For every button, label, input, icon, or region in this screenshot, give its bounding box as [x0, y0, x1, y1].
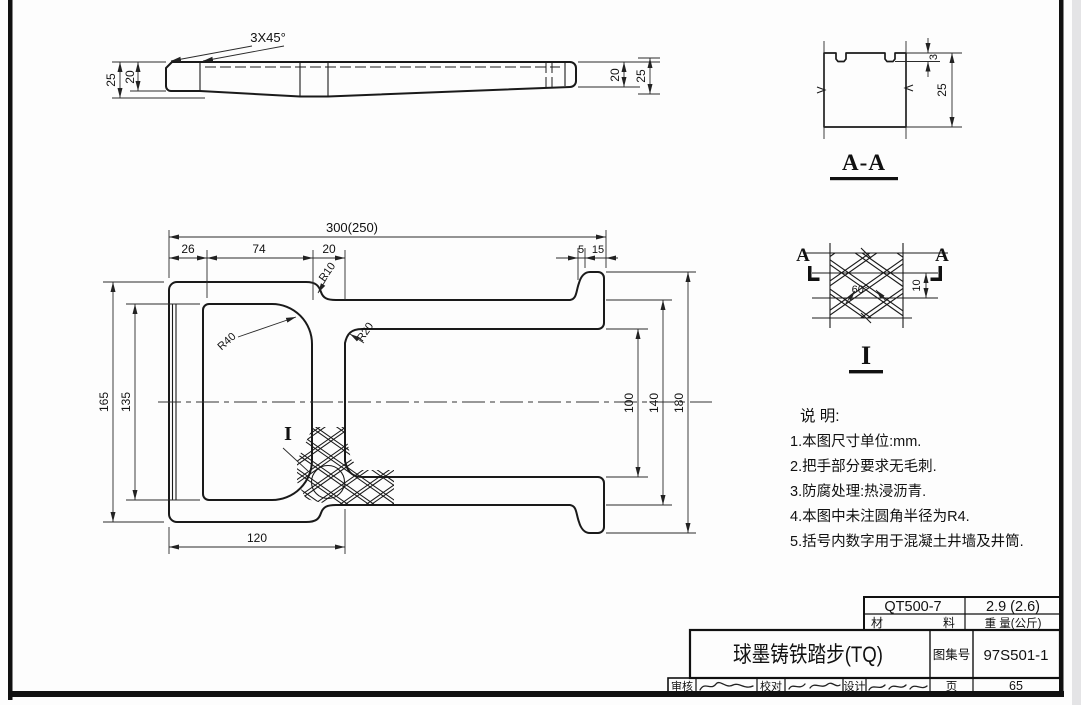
section-marker-a-right: A [935, 245, 949, 266]
detail-reference-circle [310, 464, 346, 500]
checker-signature [788, 682, 841, 690]
note-item: 3.防腐处理:热浸沥青. [790, 482, 926, 500]
plan-dimensions: 300(250) 26 74 20 5 15 165 135 [97, 220, 696, 554]
page-frame [8, 0, 1081, 705]
section-aa-dimensions: 3 25 [895, 38, 962, 128]
dim-20: 20 [322, 242, 336, 256]
dim-elev-left-25: 25 [104, 73, 118, 87]
dim-120: 120 [247, 531, 267, 545]
dim-26: 26 [181, 242, 195, 256]
dim-74: 74 [252, 242, 266, 256]
dim-135: 135 [119, 392, 133, 412]
designer-signature [868, 684, 928, 691]
sheet-title: 球墨铸铁踏步(TQ) [733, 642, 883, 667]
section-aa-title: A-A [842, 150, 886, 175]
reviewer-signature [699, 681, 754, 691]
dim-aa-25: 25 [935, 83, 949, 97]
dim-overall: 300(250) [326, 220, 378, 235]
frame-bottom [8, 691, 1064, 697]
knurl-angle-label: 60° [852, 284, 869, 296]
dim-165: 165 [97, 392, 111, 412]
notes-heading: 说 明: [800, 407, 840, 425]
scan-edge-strip [1072, 0, 1081, 705]
detail-ref-leader [282, 447, 309, 472]
detail-knurl-pattern [830, 253, 903, 318]
page-label: 页 [946, 681, 958, 693]
detail-ref-label: I [284, 423, 292, 445]
detail-i-view: 10 60° A A I [796, 243, 949, 374]
section-aa-view: 3 25 A-A [816, 38, 962, 181]
dim-5: 5 [578, 244, 584, 256]
note-item: 1.本图尺寸单位:mm. [790, 433, 921, 450]
section-aa-block [823, 52, 907, 128]
page-number: 65 [1009, 679, 1023, 693]
notes: 说 明: 1.本图尺寸单位:mm. 2.把手部分要求无毛刺. 3.防腐处理:热浸… [790, 407, 1024, 550]
chamfer-label: 3X45° [250, 30, 286, 45]
break-mark [860, 312, 872, 324]
frame-right [1059, 0, 1064, 697]
frame-left [8, 0, 13, 700]
dim-elev-left-20: 20 [123, 70, 137, 84]
dim-180: 180 [672, 393, 686, 413]
elevation-view: 25 20 20 25 3X45° [104, 30, 660, 99]
break-mark [903, 84, 914, 92]
weight-label: 重 量(公斤) [985, 616, 1042, 630]
designer-label: 设计 [844, 680, 866, 693]
radius-r40-label: R40 [215, 331, 238, 353]
plan-view: I 300(250) 26 74 20 5 [97, 220, 712, 554]
break-mark [816, 86, 827, 94]
section-cut-markers: A A [796, 245, 949, 281]
checker-label: 校对 [760, 679, 782, 693]
title-block: QT500-7 2.9 (2.6) 材 料 重 量(公斤) 球墨铸铁踏步(TQ)… [667, 596, 1062, 695]
atlas-no-label: 图集号 [933, 647, 971, 662]
detail-i-underline [849, 370, 883, 374]
weight-value: 2.9 (2.6) [986, 599, 1040, 615]
material-value: QT500-7 [884, 599, 941, 615]
elevation-left-section-hatch [165, 61, 201, 92]
reviewer-label: 审核 [671, 679, 693, 693]
dim-elev-right-25: 25 [634, 69, 648, 83]
note-item: 4.本图中未注圆角半径为R4. [790, 508, 970, 525]
plan-inner-cutout [202, 303, 313, 501]
note-item: 2.把手部分要求无毛刺. [790, 458, 937, 475]
atlas-no-value: 97S501-1 [983, 647, 1048, 664]
radius-r20-label: R20 [355, 321, 376, 344]
radius-r10-label: R10 [317, 261, 338, 284]
material-label: 材 料 [871, 616, 955, 630]
dim-knurl-10: 10 [911, 279, 923, 291]
break-mark [860, 247, 872, 259]
elevation-dimensions: 25 20 20 25 3X45° [104, 30, 660, 99]
section-marker-a-left: A [796, 245, 810, 266]
section-aa-underline [830, 177, 898, 181]
dim-aa-3: 3 [928, 54, 940, 60]
detail-i-dimensions: 10 60° [845, 273, 929, 304]
note-item: 5.括号内数字用于混凝土井墙及井筒. [790, 533, 1024, 550]
dim-elev-right-20: 20 [608, 68, 622, 82]
dim-100: 100 [622, 393, 636, 413]
dim-15: 15 [592, 244, 604, 256]
dim-140: 140 [647, 393, 661, 413]
elevation-mid-section-hatch [299, 61, 329, 98]
detail-i-title: I [861, 341, 871, 370]
